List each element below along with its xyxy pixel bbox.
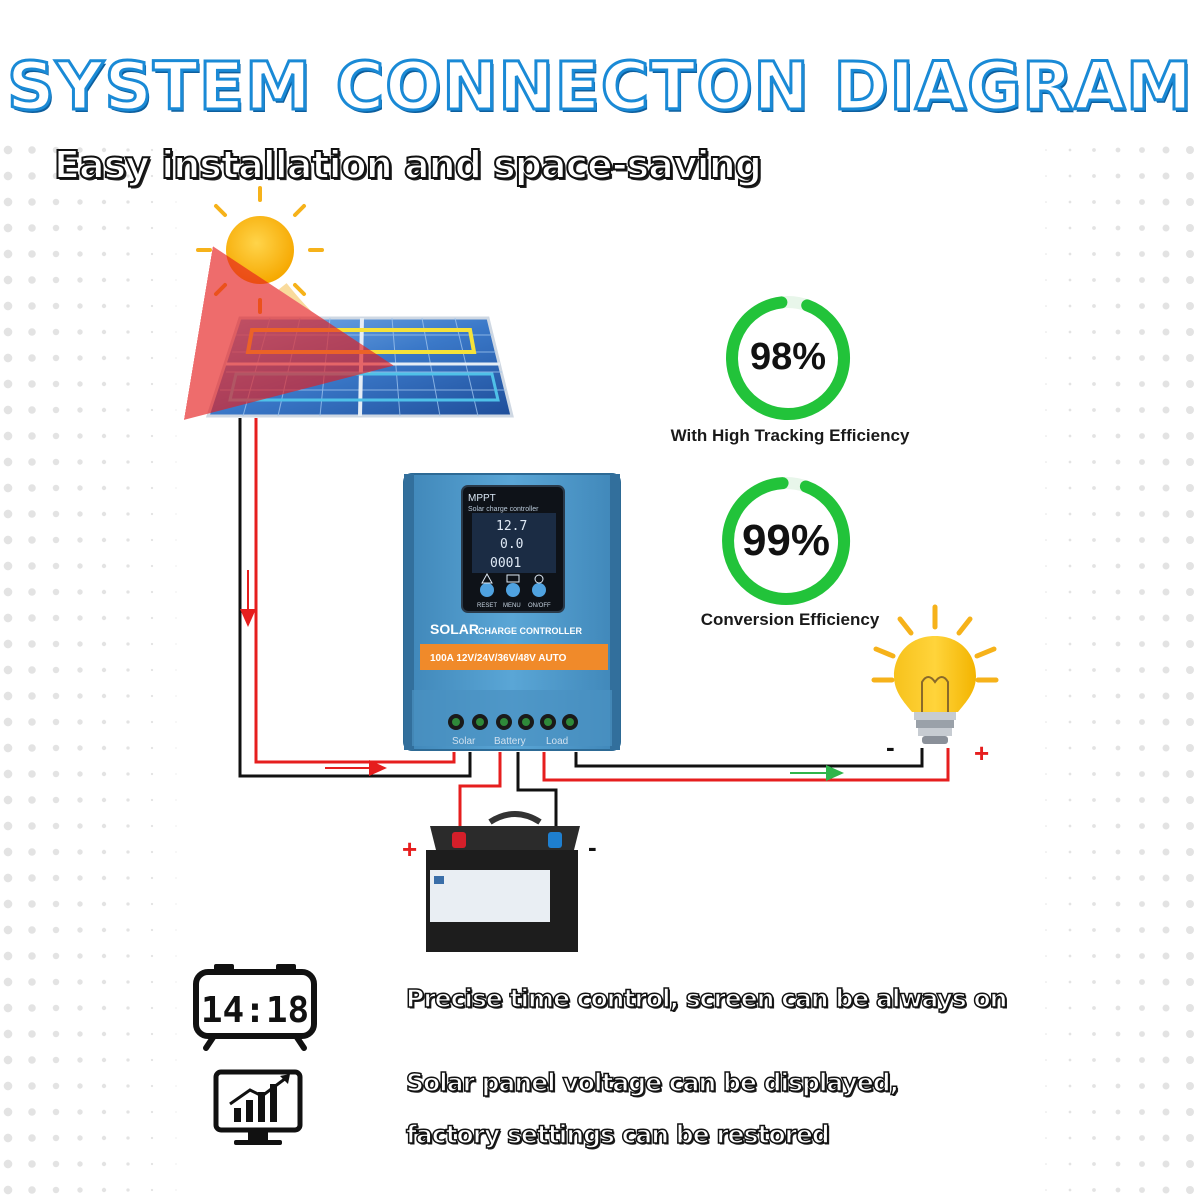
efficiency-ring-2 [722, 477, 851, 605]
sun-icon [196, 186, 324, 314]
warning-icon [481, 572, 493, 584]
efficiency-label-1: With High Tracking Efficiency [670, 426, 910, 445]
readout-current: 0.0 [500, 537, 523, 552]
battery-positive-terminal [452, 832, 466, 848]
efficiency-arc-1 [726, 296, 850, 420]
wire-solar-positive [254, 418, 456, 764]
wire-load-positive [542, 748, 950, 782]
wire-battery-negative [516, 752, 558, 838]
button-label-menu: MENU [503, 603, 521, 609]
battery-icon [426, 811, 580, 952]
rating-text: 100A 12V/24V/36V/48V AUTO [430, 653, 567, 664]
page-title: SYSTEM CONNECTON DIAGRAM [6, 47, 1194, 127]
efficiency-ring-1 [726, 296, 850, 420]
feature-voltage-display: Solar panel voltage can be displayed, [405, 1067, 900, 1098]
brand-word: SOLAR [430, 621, 479, 637]
controller-buttons [480, 583, 546, 597]
readout-power: 0001 [490, 556, 521, 571]
battery-minus-sign: - [588, 832, 597, 862]
alarm-clock-icon: 14:18 [193, 964, 317, 1051]
onoff-button[interactable] [532, 583, 546, 597]
monitor-chart-icon [213, 1069, 303, 1145]
terminal-label-battery: Battery [494, 736, 526, 747]
screen-title: MPPT [468, 493, 496, 504]
clock-display: 14:18 [201, 990, 309, 1031]
terminal-label-load: Load [546, 736, 568, 747]
rating-strip [420, 644, 608, 670]
feature-factory-reset: factory settings can be restored [405, 1119, 830, 1150]
load-plus-sign: + [974, 738, 990, 768]
efficiency-label-2: Conversion Efficiency [700, 610, 880, 629]
terminal-block [448, 714, 578, 730]
terminal-label-solar: Solar [452, 736, 476, 747]
brand-rest: CHARGE CONTROLLER [478, 626, 582, 636]
battery-status-icon [506, 574, 520, 583]
solar-panel-icon [183, 246, 514, 420]
reset-button[interactable] [480, 583, 494, 597]
readout-voltage: 12.7 [496, 519, 527, 534]
power-icon [534, 574, 544, 584]
menu-button[interactable] [506, 583, 520, 597]
battery-plus-sign: + [402, 834, 418, 864]
screen-subtitle: Solar charge controller [468, 506, 539, 513]
wire-load-negative [574, 748, 924, 768]
efficiency-arc-2 [722, 477, 851, 605]
button-label-onoff: ON/OFF [528, 603, 551, 609]
feature-time-control: Precise time control, screen can be alwa… [405, 983, 1008, 1014]
efficiency-value-2: 99% [741, 516, 831, 565]
light-bulb-icon [871, 604, 999, 744]
battery-negative-terminal [548, 832, 562, 848]
charge-controller: MPPT Solar charge controller 12.7 0.0 00… [403, 473, 621, 751]
efficiency-value-1: 98% [749, 336, 827, 378]
load-minus-sign: - [886, 732, 895, 762]
button-label-reset: RESET [477, 603, 497, 609]
page-subtitle: Easy installation and space-saving [53, 142, 763, 188]
wire-battery-positive [458, 752, 502, 838]
wire-solar-negative [238, 418, 472, 778]
